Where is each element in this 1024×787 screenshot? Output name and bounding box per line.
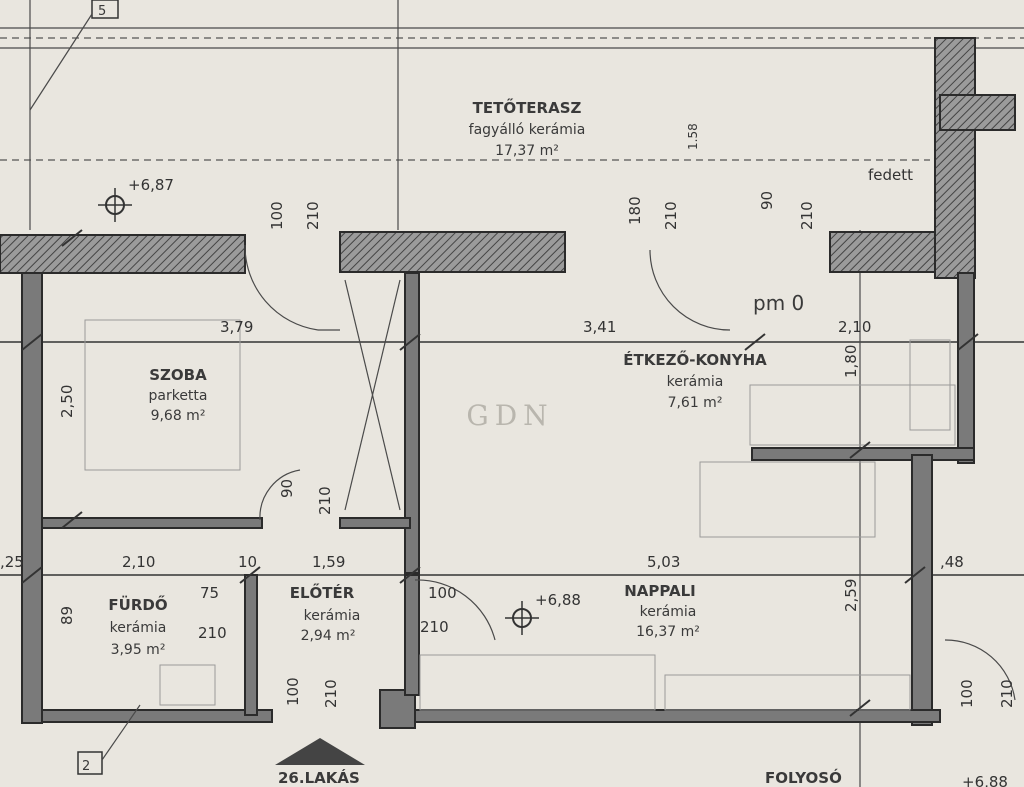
bathroom-area: 3,95 m² — [111, 642, 166, 658]
bathroom-material: kerámia — [110, 620, 167, 636]
dim-right-width: ,48 — [940, 553, 964, 571]
furniture — [84, 319, 956, 711]
dim-door2-width: 180 — [626, 196, 644, 225]
dim-right-door-height: 210 — [998, 679, 1016, 708]
terrace-area: 17,37 m² — [495, 143, 559, 159]
dim-bath-door-height: 210 — [198, 624, 227, 642]
level-corner: +6,88 — [962, 773, 1008, 787]
room-area: 9,68 m² — [151, 408, 206, 424]
walls — [0, 37, 1016, 729]
watermark: GDN — [466, 399, 553, 432]
dim-entry-height: 210 — [420, 618, 449, 636]
dim-door3-width: 90 — [758, 191, 776, 210]
dim-right-door-width: 100 — [958, 679, 976, 708]
room-bathroom: FÜRDŐ kerámia 3,95 m² — [108, 594, 167, 658]
terrace-material: fagyálló kerámia — [469, 122, 586, 138]
room-living: NAPPALI kerámia 16,37 m² — [624, 582, 700, 640]
section-marker-top — [91, 0, 119, 19]
dim-door1-width: 100 — [268, 201, 286, 230]
dim-side-width: 2,10 — [838, 318, 871, 336]
apartment-label: 26.LAKÁS — [278, 768, 360, 787]
room-terrace: TETŐTERASZ fagyálló kerámia 17,37 m² — [469, 97, 586, 159]
dim-kitchen-width: 3,41 — [583, 318, 616, 336]
dim-living-height: 2,59 — [842, 579, 860, 612]
section-marker-top-label: 5 — [98, 4, 106, 19]
section-marker-bottom — [77, 751, 103, 775]
horizontal-dimensions: 3,79 3,41 2,10 ,25 2,10 10 1,59 5,03 ,48… — [0, 318, 964, 642]
dim-hall-width: 1,59 — [312, 553, 345, 571]
level-terrace: +6,87 — [128, 176, 174, 194]
living-name: NAPPALI — [624, 582, 696, 600]
dim-door2-height: 210 — [662, 201, 680, 230]
living-material: kerámia — [640, 604, 697, 620]
dim-kitchen-height: 1,80 — [842, 345, 860, 378]
dim-wc-width: 100 — [284, 677, 302, 706]
room-hall: ELŐTÉR kerámia 2,94 m² — [290, 582, 361, 644]
dim-door4-height: 210 — [316, 486, 334, 515]
vertical-dimensions: 100 210 180 210 90 210 2,50 1,80 90 210 … — [58, 191, 1016, 708]
dim-bath-door-width: 75 — [200, 584, 219, 602]
dimension-ticks — [21, 229, 979, 717]
dim-room-width: 3,79 — [220, 318, 253, 336]
dim-door1-height: 210 — [304, 201, 322, 230]
corridor-name: FOLYOSÓ — [765, 768, 842, 787]
dim-door3-height: 210 — [798, 201, 816, 230]
dim-c1: ,25 — [0, 553, 24, 571]
dim-living-width: 5,03 — [647, 553, 680, 571]
covered-note: fedett — [868, 166, 913, 184]
room-name: SZOBA — [149, 366, 207, 384]
level-living: +6,88 — [535, 591, 581, 609]
dim-bath-height: 89 — [58, 606, 76, 625]
room-material: parketta — [148, 388, 207, 404]
dim-room-height: 2,50 — [58, 385, 76, 418]
dim-c2: 10 — [238, 553, 257, 571]
bathroom-name: FÜRDŐ — [108, 594, 167, 614]
entrance-arrow-icon — [275, 738, 365, 765]
level-markers — [29, 0, 539, 775]
kitchen-name: ÉTKEZŐ-KONYHA — [623, 349, 767, 369]
dim-entry-width: 100 — [428, 584, 457, 602]
hall-area: 2,94 m² — [301, 628, 356, 644]
section-marker-bottom-label: 2 — [82, 759, 90, 774]
level-pm: pm 0 — [753, 291, 804, 315]
room-bedroom: SZOBA parketta 9,68 m² — [148, 366, 207, 424]
living-area: 16,37 m² — [636, 624, 700, 640]
dim-wc-height: 210 — [322, 679, 340, 708]
hall-material: kerámia — [304, 608, 361, 624]
dim-bath-width: 2,10 — [122, 553, 155, 571]
dim-door4-width: 90 — [278, 479, 296, 498]
hall-name: ELŐTÉR — [290, 582, 355, 602]
slope-label: 1.58 — [686, 123, 700, 150]
door-swings — [244, 244, 1016, 701]
room-kitchen: ÉTKEZŐ-KONYHA kerámia 7,61 m² — [623, 349, 767, 411]
terrace-name: TETŐTERASZ — [473, 97, 582, 117]
kitchen-area: 7,61 m² — [668, 395, 723, 411]
kitchen-material: kerámia — [667, 374, 724, 390]
